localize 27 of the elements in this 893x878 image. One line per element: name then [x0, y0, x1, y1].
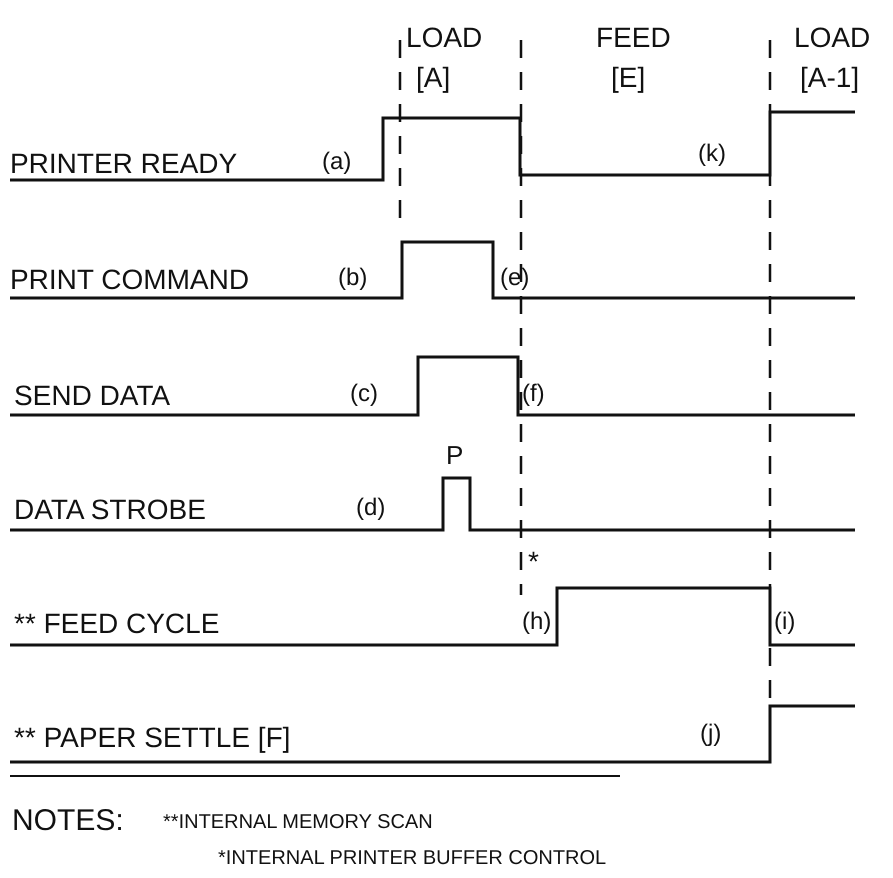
- phase-label: [E]: [611, 64, 646, 92]
- signal-name: SEND DATA: [14, 382, 170, 410]
- signal-name: ** FEED CYCLE: [14, 610, 220, 638]
- signal-name: DATA STROBE: [14, 496, 206, 524]
- signal-name: PRINT COMMAND: [10, 266, 250, 294]
- event-marker: (b): [338, 266, 368, 290]
- phase-label: LOAD: [794, 24, 870, 52]
- event-marker: (c): [350, 382, 378, 406]
- phase-label: FEED: [596, 24, 671, 52]
- signal-name: PRINTER READY: [10, 150, 238, 178]
- event-marker: (e): [500, 266, 530, 290]
- pulse-label: P: [446, 442, 464, 468]
- note-text: **INTERNAL MEMORY SCAN: [163, 812, 433, 832]
- phase-label: [A]: [416, 64, 450, 92]
- footnote-mark: *: [528, 548, 539, 576]
- phase-label: [A-1]: [800, 64, 860, 92]
- event-marker: (i): [774, 610, 796, 634]
- event-marker: (a): [322, 150, 352, 174]
- event-marker: (f): [522, 382, 545, 406]
- note-text: *INTERNAL PRINTER BUFFER CONTROL: [218, 848, 606, 868]
- phase-label: LOAD: [406, 24, 482, 52]
- event-marker: (j): [700, 722, 722, 746]
- event-marker: (h): [522, 610, 552, 634]
- event-marker: (d): [356, 496, 386, 520]
- signal-name: ** PAPER SETTLE [F]: [14, 724, 290, 752]
- event-marker: (k): [698, 142, 726, 166]
- notes-heading: NOTES:: [12, 806, 124, 836]
